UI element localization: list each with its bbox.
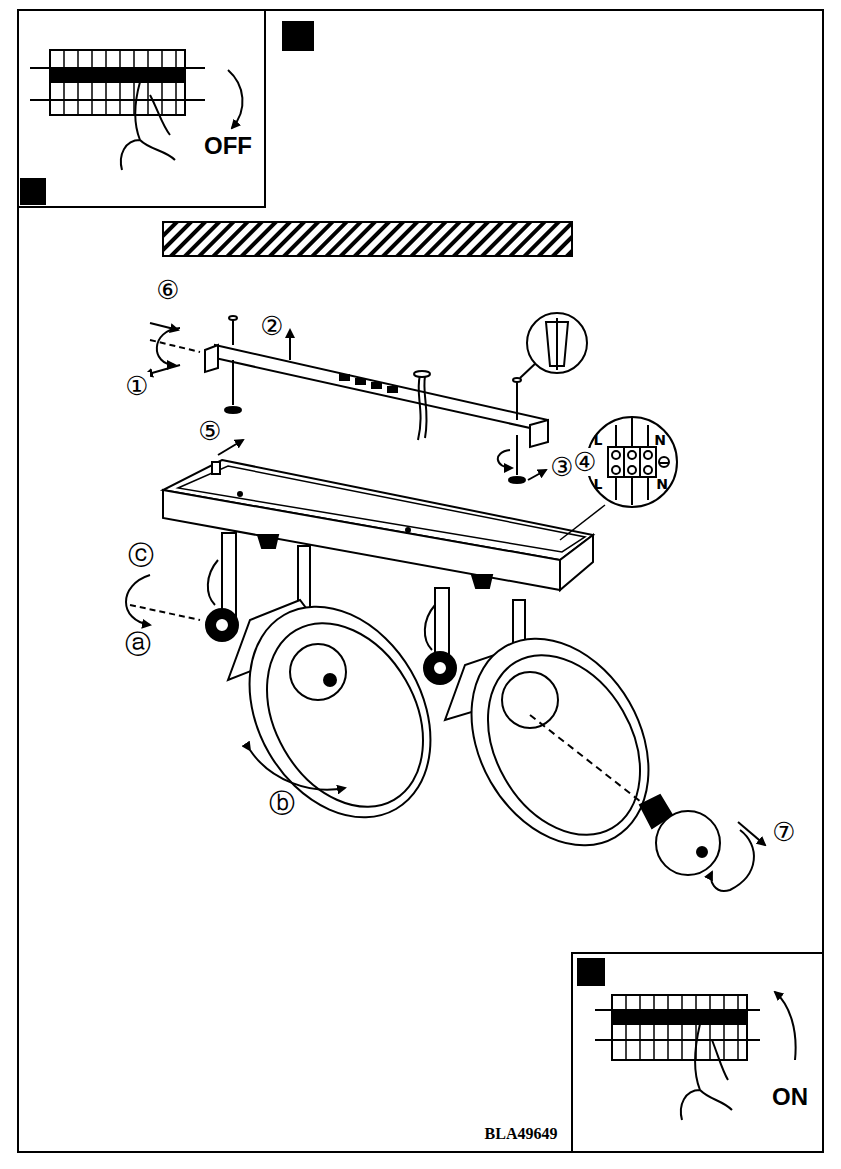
breaker-on-panel bbox=[572, 953, 823, 1152]
callout-number: ③ bbox=[549, 453, 574, 481]
switch-state: ON bbox=[771, 1084, 809, 1110]
mounting-bracket bbox=[205, 345, 548, 447]
callout-number: ① bbox=[124, 372, 149, 400]
terminal-letter: N bbox=[655, 476, 669, 492]
breaker-off-panel bbox=[18, 10, 313, 207]
wall-plug-inset bbox=[520, 313, 587, 378]
callout-number: ⓑ bbox=[268, 789, 296, 817]
callout-number: ⑤ bbox=[197, 417, 222, 445]
callout-number: ⑥ bbox=[155, 276, 180, 304]
switch-state: OFF bbox=[203, 133, 253, 159]
page-frame bbox=[18, 10, 823, 1152]
ceiling-hatch bbox=[163, 222, 572, 256]
terminal-letter: N bbox=[653, 432, 667, 448]
callout-number: ⓐ bbox=[124, 630, 152, 658]
spotlight-left bbox=[206, 533, 467, 850]
callout-number: ⓒ bbox=[127, 541, 155, 569]
screws bbox=[225, 316, 525, 483]
callout-number: ② bbox=[259, 312, 284, 340]
callout-number: ④ bbox=[572, 448, 597, 476]
motion-arrows bbox=[145, 323, 546, 480]
article-number: BLA49649 bbox=[484, 1125, 559, 1143]
terminal-letter: L bbox=[593, 432, 604, 448]
callout-number: ⑦ bbox=[771, 818, 796, 846]
spotlight-right bbox=[424, 575, 684, 877]
bulb bbox=[530, 715, 720, 875]
terminal-block-inset bbox=[587, 417, 677, 507]
rotation-arrows bbox=[126, 575, 765, 891]
terminal-letter: L bbox=[593, 476, 604, 492]
